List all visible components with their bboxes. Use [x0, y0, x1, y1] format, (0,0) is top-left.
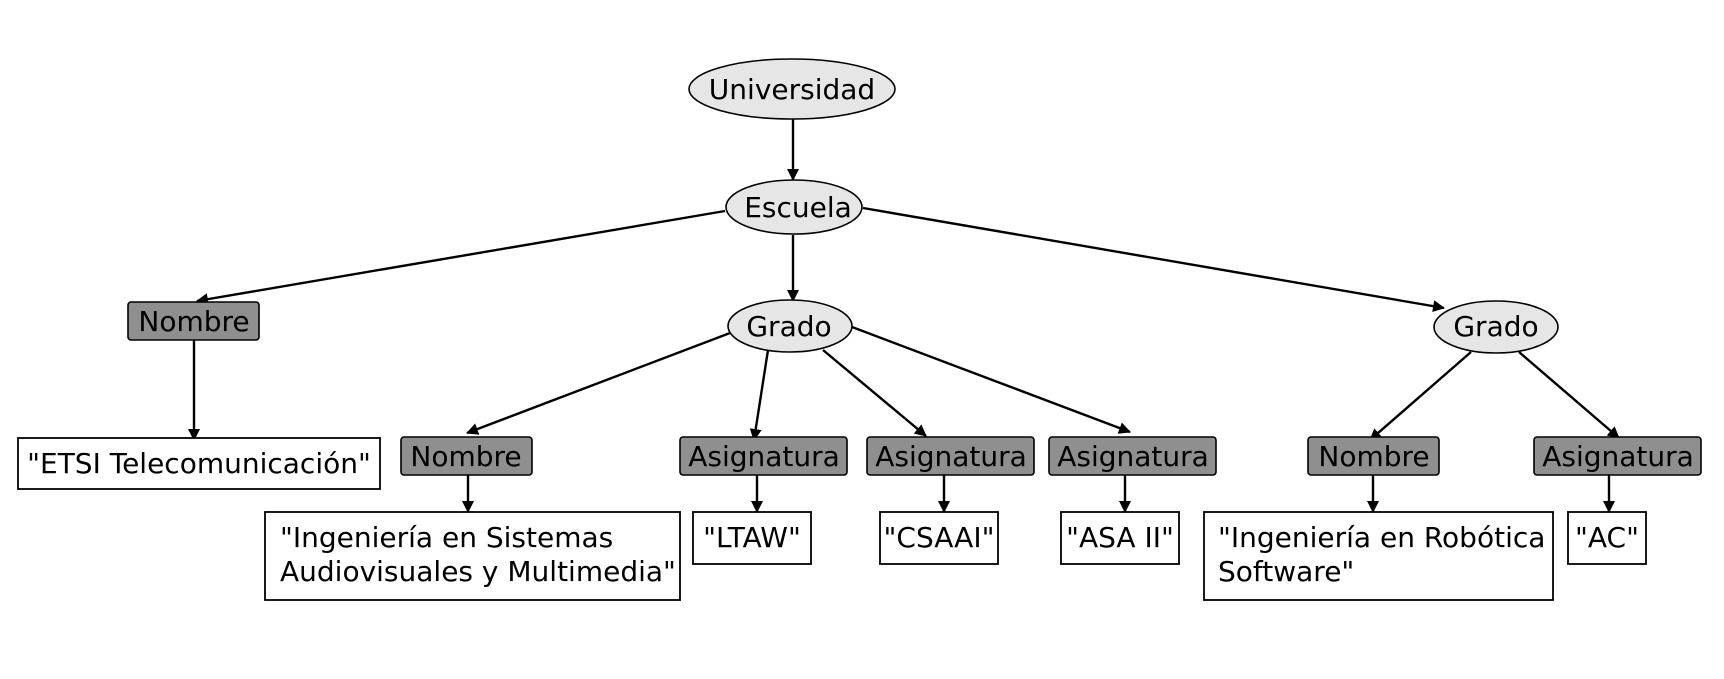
grado-2-nombre-value-line-2: Software" [1218, 555, 1354, 588]
grado-1-nombre-box [400, 436, 533, 476]
ltaw-value-label: "LTAW" [703, 521, 801, 554]
grado-1-nombre-value-line-2: Audiovisuales y Multimedia" [280, 555, 676, 588]
node-nombre-escuela-value: "ETSI Telecomunicación" [17, 437, 381, 490]
grado-2-ellipse [1433, 300, 1559, 354]
ltaw-value-box [692, 511, 812, 565]
node-grado-2-asignatura-value: "AC" [1567, 511, 1647, 565]
node-grado-1-asignatura-2-value: "CSAAI" [879, 511, 999, 565]
node-grado-2-nombre-value: "Ingeniería en Robótica Software" [1203, 511, 1554, 601]
grado-1-asignatura-3-label: Asignatura [1057, 440, 1209, 473]
escuela-label: Escuela [744, 191, 852, 224]
edge-grado-1-asignatura-2 [822, 349, 927, 437]
grado-1-asignatura-3-box [1048, 436, 1217, 476]
grado-2-asignatura-box [1533, 436, 1702, 476]
grado-1-nombre-value-box [264, 511, 681, 601]
node-grado-2-asignatura: Asignatura [1533, 436, 1702, 476]
node-grado-1-asignatura-3-value: "ASA II" [1060, 511, 1180, 565]
escuela-ellipse [725, 179, 863, 235]
asa-ii-value-label: "ASA II" [1066, 521, 1174, 554]
edges [188, 118, 1620, 513]
node-grado-1-asignatura-1-value: "LTAW" [692, 511, 812, 565]
grado-2-asignatura-label: Asignatura [1542, 440, 1694, 473]
etsi-value-box [17, 437, 381, 490]
universidad-ellipse [688, 58, 896, 120]
grado-2-nombre-value-line-1: "Ingeniería en Robótica [1218, 521, 1545, 554]
grado-1-asignatura-2-label: Asignatura [875, 440, 1027, 473]
edge-grado-2-nombre [1369, 351, 1472, 441]
universidad-label: Universidad [709, 73, 875, 106]
edge-escuela-grado-2 [862, 206, 1445, 313]
nombre-escuela-label: Nombre [138, 305, 249, 338]
asa-ii-value-box [1060, 511, 1180, 565]
node-grado-1-asignatura-3: Asignatura [1048, 436, 1217, 476]
edge-grado-1-asignatura-1 [749, 349, 770, 441]
grado-1-label: Grado [746, 310, 831, 343]
node-escuela: Escuela [725, 179, 863, 235]
node-grado-2: Grado [1433, 300, 1559, 354]
node-grado-1-asignatura-1: Asignatura [679, 436, 848, 476]
grado-2-nombre-value-box [1203, 511, 1554, 601]
csaai-value-box [879, 511, 999, 565]
grado-1-asignatura-1-box [679, 436, 848, 476]
edge-grado-1-nombre [466, 331, 731, 435]
grado-1-nombre-value-line-1: "Ingeniería en Sistemas [280, 521, 613, 554]
edge-grado-1-asignatura-3 [851, 325, 1131, 434]
grado-1-nombre-label: Nombre [410, 440, 521, 473]
node-grado-1-nombre-value: "Ingeniería en Sistemas Audiovisuales y … [264, 511, 681, 601]
node-grado-2-nombre: Nombre [1307, 436, 1440, 476]
edge-escuela-nombre [196, 209, 726, 306]
ac-value-label: "AC" [1575, 521, 1639, 554]
node-universidad: Universidad [688, 58, 896, 120]
grado-2-nombre-box [1307, 436, 1440, 476]
node-nombre-escuela: Nombre [127, 301, 260, 341]
node-grado-1-asignatura-2: Asignatura [866, 436, 1035, 476]
grado-1-asignatura-1-label: Asignatura [688, 440, 840, 473]
node-grado-1-nombre: Nombre [400, 436, 533, 476]
etsi-value-label: "ETSI Telecomunicación" [27, 447, 371, 480]
edge-grado-2-asignatura [1518, 351, 1620, 439]
ac-value-box [1567, 511, 1647, 565]
node-grado-1: Grado [727, 299, 853, 353]
grado-2-label: Grado [1453, 310, 1538, 343]
nombre-escuela-box [127, 301, 260, 341]
grado-1-asignatura-2-box [866, 436, 1035, 476]
csaai-value-label: "CSAAI" [884, 521, 995, 554]
grado-1-ellipse [727, 299, 853, 353]
grado-2-nombre-label: Nombre [1318, 440, 1429, 473]
